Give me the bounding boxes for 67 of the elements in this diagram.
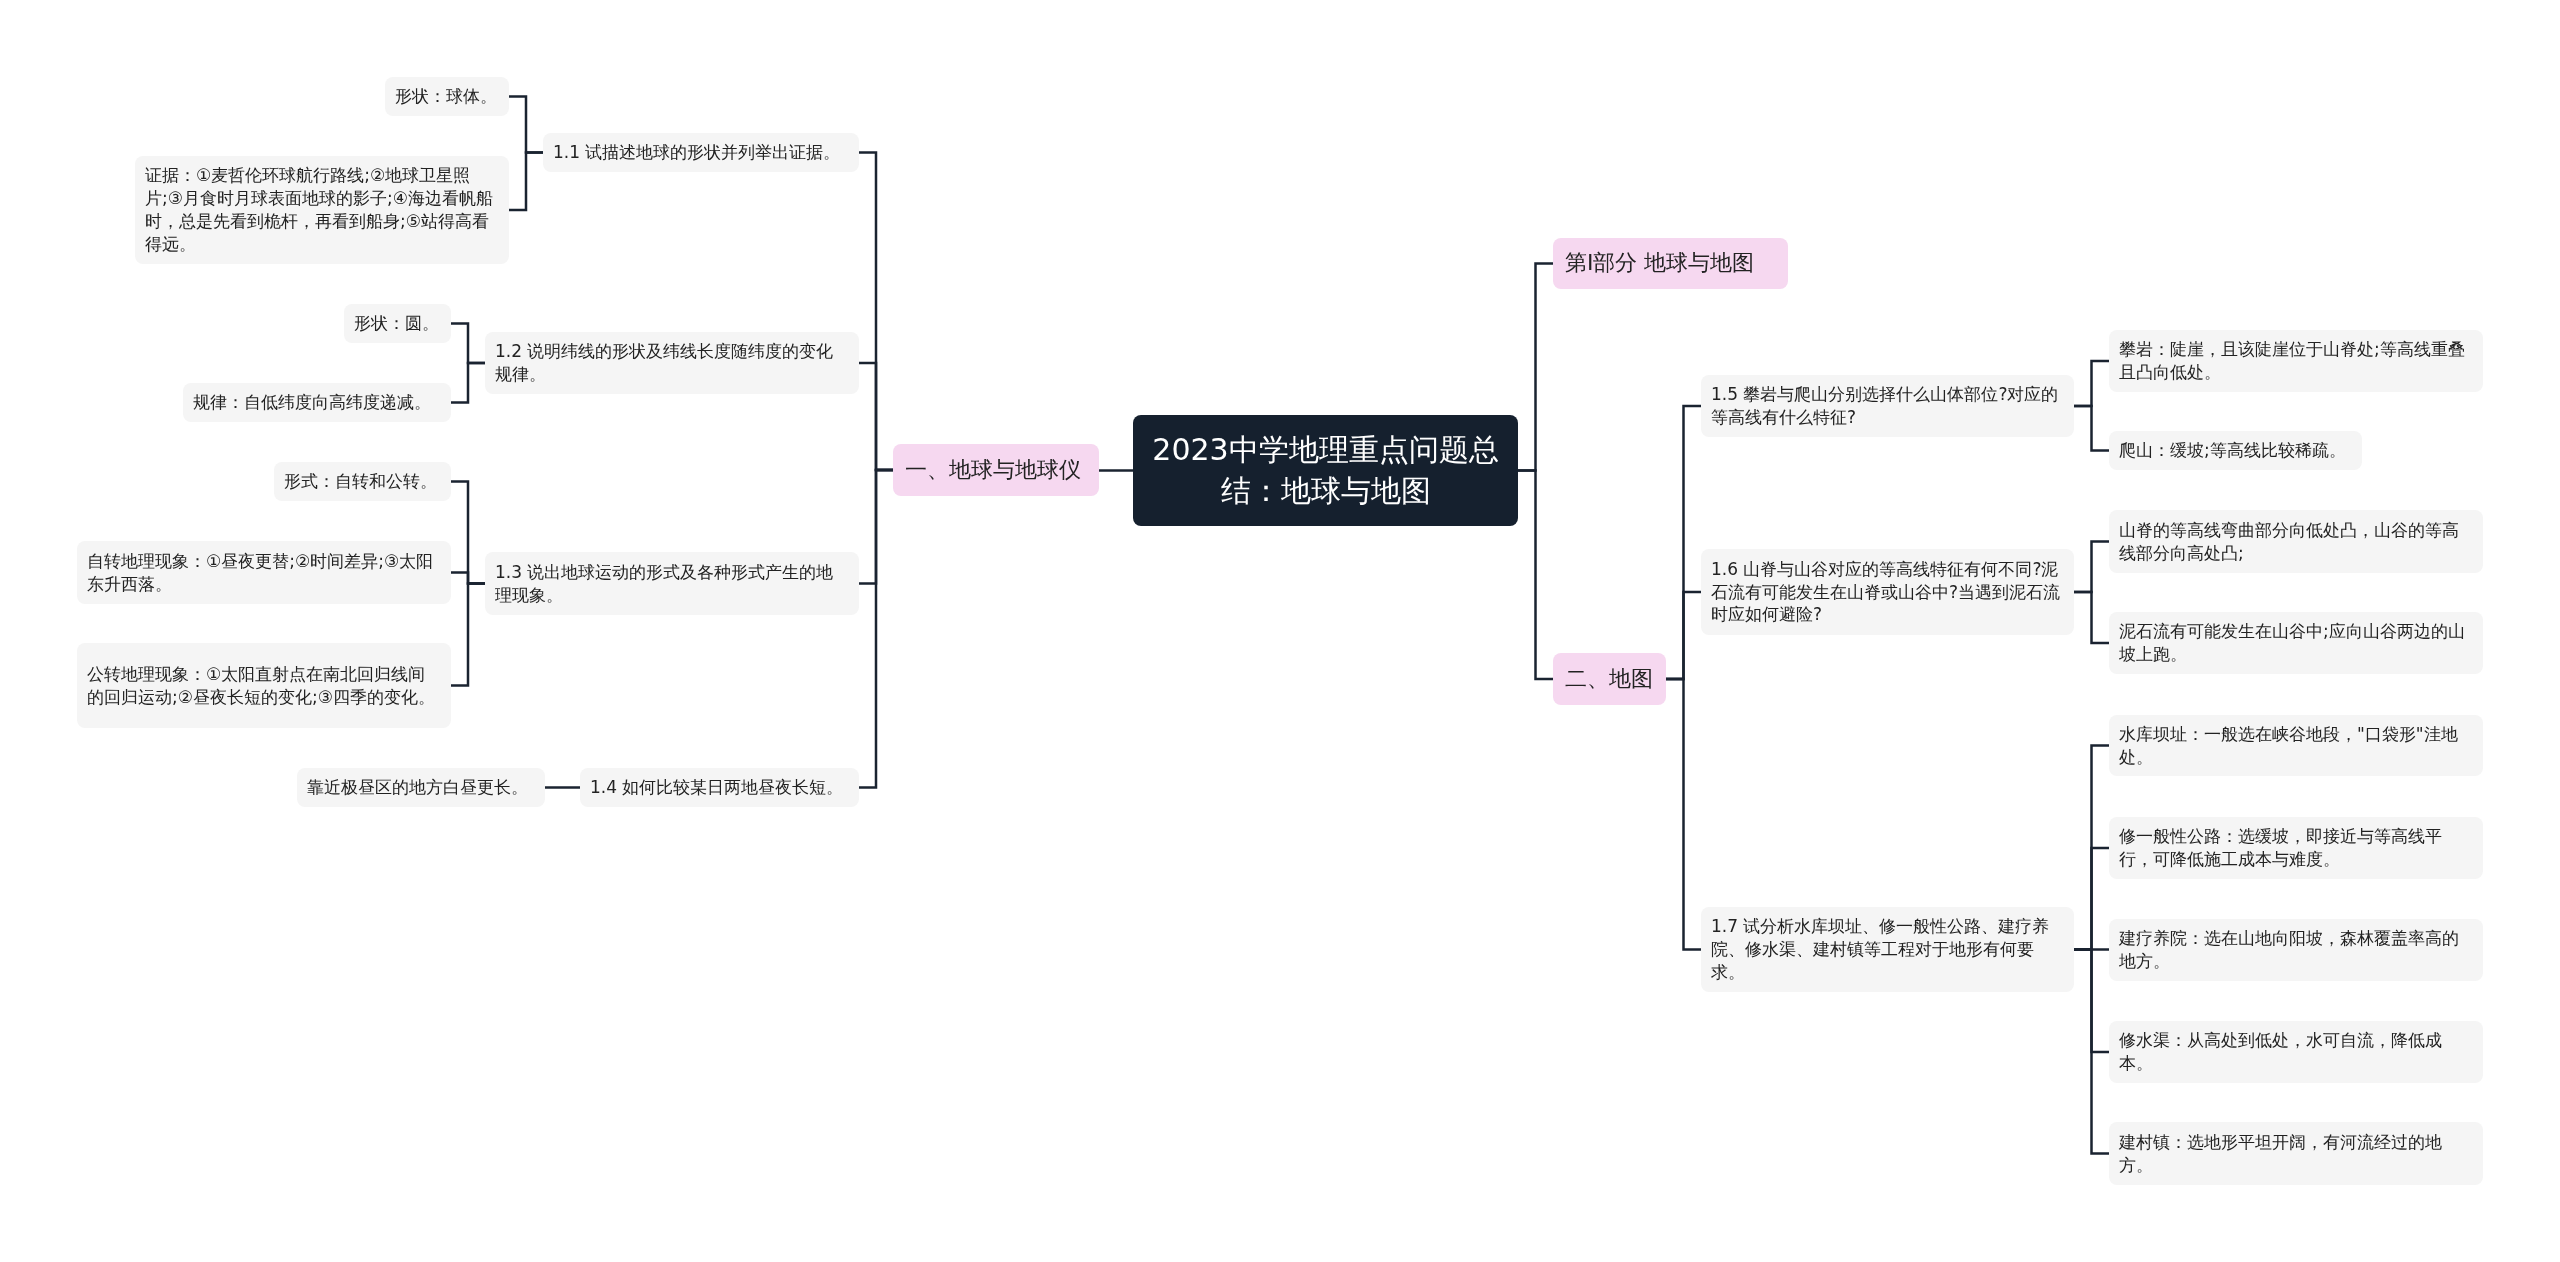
connector-line (1099, 469, 1133, 472)
topic-text: 1.6 山脊与山谷对应的等高线特征有何不同?泥石流有可能发生在山脊或山谷中?当遇到泥石流时应如何避险? (1711, 557, 2062, 627)
subtopic-box (2109, 919, 2483, 981)
subtopic-box (2109, 510, 2483, 573)
subtopic-box (2109, 1021, 2483, 1083)
subtopic-box (344, 304, 451, 343)
topic-text: 山脊的等高线弯曲部分向低处凸，山谷的等高线部分向高处凸; (2119, 518, 2460, 565)
connector-line (2074, 404, 2109, 452)
subtopic-box (135, 156, 509, 264)
topic-text: 1.5 攀岩与爬山分别选择什么山体部位?对应的等高线有什么特征? (1711, 383, 2060, 429)
connector-line (1666, 677, 1701, 951)
subtopic-box (1701, 375, 2074, 437)
topic-text: 爬山：缓坡;等高线比较稀疏。 (2119, 439, 2346, 462)
subtopic-box (297, 768, 545, 807)
topic-text: 水库坝址：一般选在峡谷地段，"口袋形"洼地处。 (2119, 722, 2459, 769)
topic-text: 修一般性公路：选缓坡，即接近与等高线平行，可降低施工成本与难度。 (2119, 825, 2443, 871)
connector-line (859, 468, 893, 789)
central-topic (1133, 415, 1518, 526)
subtopic-box (2109, 330, 2483, 392)
topic-text: 1.7 试分析水库坝址、修一般性公路、建疗养院、修水渠、建村镇等工程对于地形有何要求。 (1711, 915, 2051, 984)
topic-text: 一、地球与地球仪 (905, 455, 1081, 484)
subtopic-box (580, 768, 859, 807)
connector-line (451, 361, 485, 404)
subtopic-box (385, 77, 509, 116)
topic-text: 1.2 说明纬线的形状及纬线长度随纬度的变化规律。 (495, 340, 835, 386)
connector-line (509, 151, 543, 212)
branch-topic (1553, 238, 1788, 289)
topic-text: 1.3 说出地球运动的形式及各种形式产生的地理现象。 (495, 560, 835, 607)
topic-text: 二、地图 (1565, 664, 1653, 693)
connector-line (451, 582, 485, 687)
connector-line (2074, 590, 2109, 645)
connector-line (1518, 469, 1553, 681)
topic-text: 证据：①麦哲伦环球航行路线;②地球卫星照片;③月食时月球表面地球的影子;④海边看帆船时，总是先看到桅杆，再看到船身;⑤站得高看得远。 (145, 164, 494, 256)
subtopic-box (485, 552, 859, 615)
topic-text: 公转地理现象：①太阳直射点在南北回归线间的回归运动;②昼夜长短的变化;③四季的变化。 (87, 662, 436, 709)
topic-text: 1.1 试描述地球的形状并列举出证据。 (553, 141, 841, 164)
topic-text: 形式：自转和公转。 (284, 470, 437, 493)
topic-text: 1.4 如何比较某日两地昼夜长短。 (590, 776, 844, 799)
topic-text: 靠近极昼区的地方白昼更长。 (307, 776, 528, 799)
topic-text: 建疗养院：选在山地向阳坡，森林覆盖率高的地方。 (2119, 927, 2460, 973)
topic-text: 形状：圆。 (354, 312, 439, 335)
topic-text: 攀岩：陡崖，且该陡崖位于山脊处;等高线重叠且凸向低处。 (2119, 338, 2466, 384)
subtopic-box (274, 462, 451, 501)
connector-line (545, 786, 580, 789)
subtopic-box (1701, 907, 2074, 992)
topic-text: 规律：自低纬度向高纬度递减。 (193, 391, 431, 414)
subtopic-box (485, 332, 859, 394)
subtopic-box (2109, 612, 2483, 674)
subtopic-box (2109, 431, 2362, 470)
topic-text: 第Ⅰ部分 地球与地图 (1565, 249, 1755, 278)
subtopic-box (183, 383, 451, 422)
topic-text: 2023中学地理重点问题总结：地球与地图 (1151, 431, 1500, 510)
subtopic-box (77, 541, 451, 604)
subtopic-box (543, 133, 859, 172)
subtopic-box (2109, 1122, 2483, 1185)
topic-text: 建村镇：选地形平坦开阔，有河流经过的地方。 (2119, 1130, 2443, 1177)
branch-topic (1553, 653, 1666, 705)
subtopic-box (1701, 549, 2074, 635)
topic-text: 形状：球体。 (395, 85, 497, 108)
subtopic-box (77, 643, 451, 728)
branch-topic (893, 444, 1099, 496)
topic-text: 修水渠：从高处到低处，水可自流，降低成本。 (2119, 1029, 2443, 1075)
subtopic-box (2109, 715, 2483, 776)
connector-line (2074, 948, 2109, 1155)
topic-text: 泥石流有可能发生在山谷中;应向山谷两边的山坡上跑。 (2119, 620, 2466, 666)
topic-text: 自转地理现象：①昼夜更替;②时间差异;③太阳东升西落。 (87, 549, 435, 596)
subtopic-box (2109, 817, 2483, 879)
